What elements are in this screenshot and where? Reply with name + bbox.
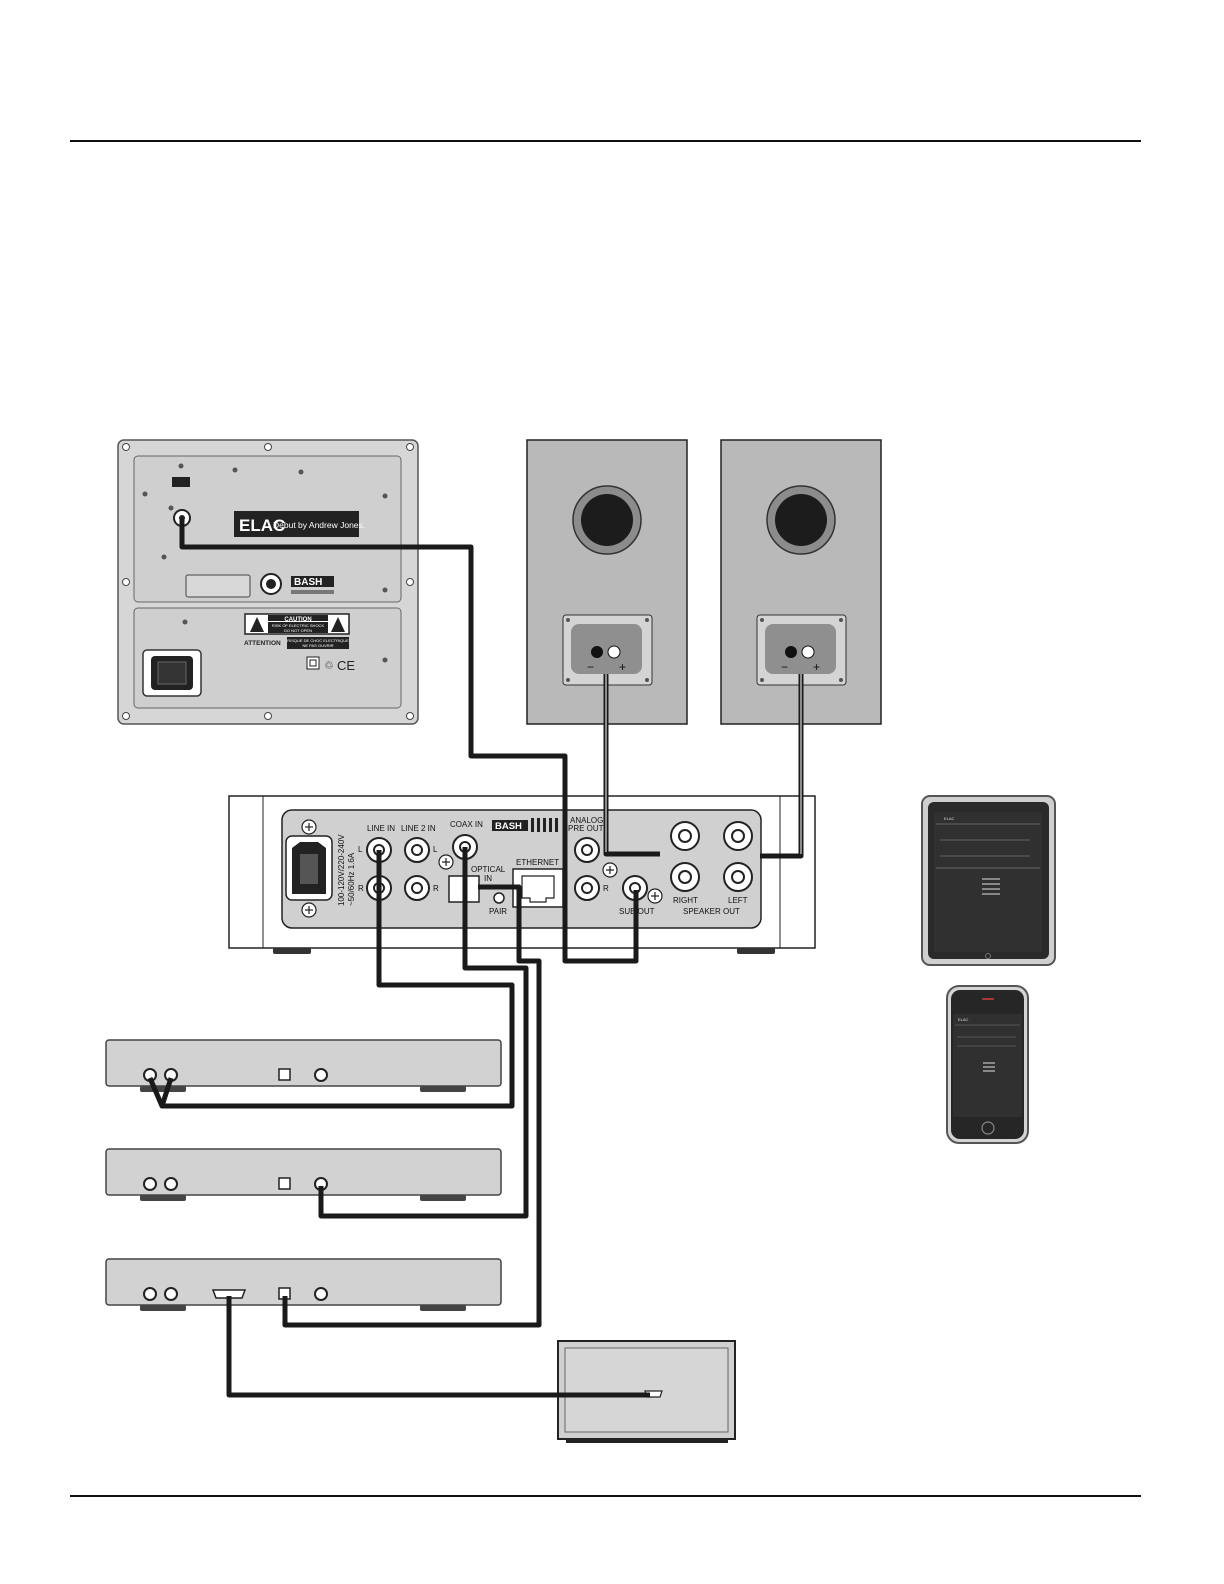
right-label: RIGHT bbox=[673, 896, 698, 905]
power-rating-2: ~50/60Hz 1.6A bbox=[347, 852, 356, 906]
tablet-app-title: ELAC bbox=[944, 816, 955, 821]
source-component-1 bbox=[106, 1040, 501, 1092]
line2-in-l-label: L bbox=[433, 845, 438, 854]
svg-text:ATTENTION: ATTENTION bbox=[244, 640, 281, 647]
caution-label: CAUTION RISK OF ELECTRIC SHOCK DO NOT OP… bbox=[244, 614, 349, 649]
receiver-rear-panel: 100-120V/220-240V ~50/60Hz 1.6A LINE IN … bbox=[229, 796, 815, 954]
smartphone: ELAC bbox=[947, 986, 1028, 1143]
left-label: LEFT bbox=[728, 896, 748, 905]
speaker-right-terminal-minus bbox=[591, 646, 603, 658]
line-in-l-label: L bbox=[358, 845, 363, 854]
speaker-right-plus-label: + bbox=[619, 660, 626, 674]
pair-button bbox=[494, 893, 504, 903]
speaker-left-minus-label: − bbox=[781, 660, 788, 674]
phone-app-title: ELAC bbox=[958, 1017, 969, 1022]
line-in-r-label: R bbox=[358, 884, 364, 893]
speaker-right-minus-label: − bbox=[587, 660, 594, 674]
debut-series-label: Debut by Andrew Jones. bbox=[273, 520, 365, 530]
line2-in-r-label: R bbox=[433, 884, 439, 893]
svg-text:♲: ♲ bbox=[324, 660, 334, 672]
coax-in-label: COAX IN bbox=[450, 820, 483, 829]
svg-text:NE PAS OUVRIR: NE PAS OUVRIR bbox=[302, 643, 333, 648]
sub-switch bbox=[172, 477, 190, 487]
line-in-label: LINE IN bbox=[367, 824, 395, 833]
source-component-2 bbox=[106, 1149, 501, 1201]
television bbox=[558, 1341, 735, 1443]
receiver-power-inlet bbox=[286, 836, 332, 900]
bash-logo-receiver: BASH bbox=[495, 821, 522, 832]
source-component-3 bbox=[106, 1259, 501, 1311]
speaker-out-label: SPEAKER OUT bbox=[683, 907, 740, 916]
optical-in-label: IN bbox=[484, 874, 492, 883]
speaker-left-terminal-minus bbox=[785, 646, 797, 658]
speaker-right-terminal-plus bbox=[608, 646, 620, 658]
pre-out-r-label: R bbox=[603, 884, 609, 893]
subwoofer-rear-panel: ELAC Debut by Andrew Jones. BASH CAUTION… bbox=[118, 440, 418, 724]
tablet: ELAC bbox=[922, 796, 1055, 965]
bash-logo-sub: BASH bbox=[294, 577, 322, 588]
speaker-left-plus-label: + bbox=[813, 660, 820, 674]
pre-out-label: PRE OUT bbox=[568, 824, 604, 833]
ethernet-label: ETHERNET bbox=[516, 858, 559, 867]
speaker-left-terminal-plus bbox=[802, 646, 814, 658]
svg-text:DO NOT OPEN: DO NOT OPEN bbox=[284, 628, 312, 633]
optical-label: OPTICAL bbox=[471, 865, 506, 874]
sub-power-inlet bbox=[143, 650, 201, 696]
power-rating-1: 100-120V/220-240V bbox=[337, 834, 346, 906]
pair-label: PAIR bbox=[489, 907, 507, 916]
line2-in-label: LINE 2 IN bbox=[401, 824, 436, 833]
svg-text:CE: CE bbox=[337, 658, 355, 673]
